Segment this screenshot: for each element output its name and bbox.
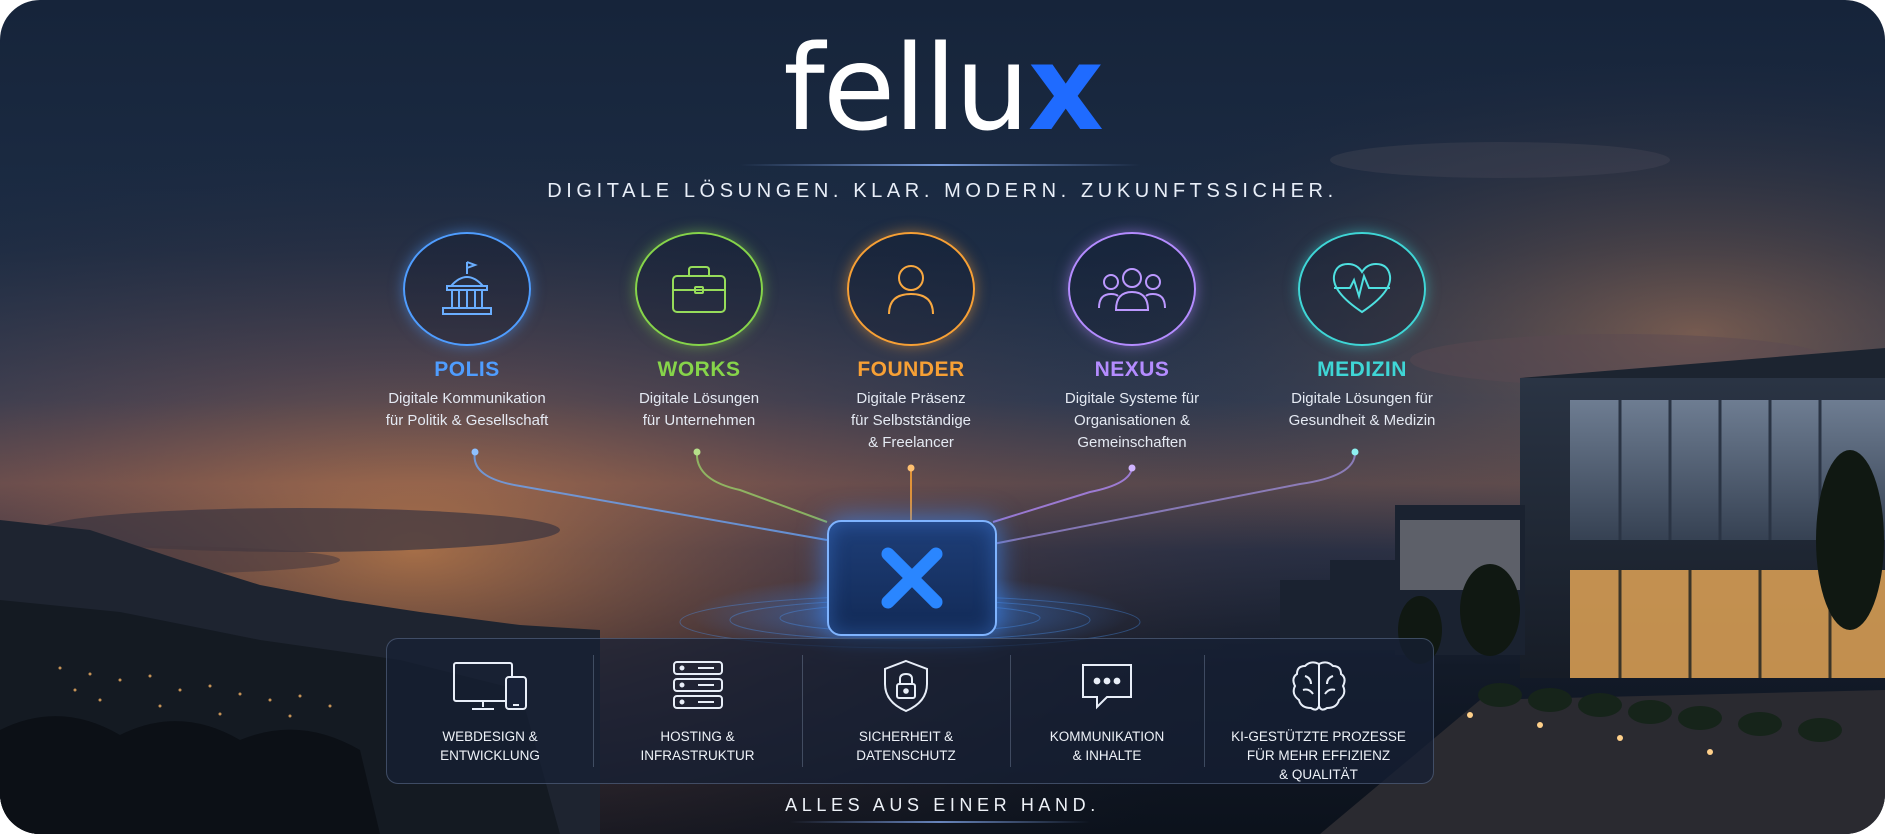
description-line: Gemeinschaften: [1077, 434, 1187, 451]
monitor-phone-icon: [453, 662, 527, 710]
description-line: Digitale Präsenz: [856, 390, 966, 407]
service-divider: [1010, 655, 1011, 767]
service-label-line: DATENSCHUTZ: [856, 748, 956, 763]
heart-pulse-icon: [1332, 262, 1392, 314]
logo-wordmark: fellu: [783, 19, 1029, 157]
service-label-line: WEBDESIGN &: [442, 729, 538, 744]
service-label-line: FÜR MEHR EFFIZIENZ: [1246, 748, 1391, 763]
connector-works: [695, 451, 828, 523]
category-ring: [1298, 232, 1426, 346]
service-communication: KOMMUNIKATION & INHALTE: [1010, 639, 1204, 783]
cloud: [1330, 142, 1670, 178]
category-description: Digitale Systeme für Organisationen & Ge…: [1022, 388, 1242, 454]
description-line: & Freelancer: [868, 434, 954, 451]
connector-medizin: [992, 451, 1357, 545]
category-ring: [403, 232, 531, 346]
connector-dots: [471, 448, 1359, 472]
category-name: MEDIZIN: [1317, 358, 1407, 381]
service-label-line: & QUALITÄT: [1279, 767, 1358, 782]
category-name: WORKS: [657, 358, 741, 381]
government-building-icon: [442, 261, 492, 315]
service-divider: [1204, 655, 1205, 767]
service-label-line: HOSTING &: [660, 729, 735, 744]
category-founder: FOUNDER Digitale Präsenz für Selbstständ…: [801, 232, 1021, 454]
service-label-line: SICHERHEIT &: [858, 729, 954, 744]
service-hosting: HOSTING & INFRASTRUKTUR: [593, 639, 802, 783]
service-label-line: & INHALTE: [1072, 748, 1142, 763]
person-icon: [888, 265, 934, 315]
tagline: DIGITALE LÖSUNGEN. KLAR. MODERN. ZUKUNFT…: [547, 180, 1338, 202]
service-ai: KI-GESTÜTZTE PROZESSE FÜR MEHR EFFIZIENZ…: [1204, 639, 1433, 783]
path-lights: [1467, 712, 1713, 755]
connector-polis: [473, 451, 828, 541]
service-label-line: ENTWICKLUNG: [440, 748, 540, 763]
description-line: Digitale Systeme für: [1064, 390, 1200, 407]
logo-accent-x: x: [1027, 19, 1104, 157]
category-name: FOUNDER: [857, 358, 965, 381]
description-line: Digitale Kommunikation: [388, 390, 546, 407]
description-line: Gesundheit & Medizin: [1288, 412, 1436, 429]
category-description: Digitale Lösungen für Gesundheit & Mediz…: [1252, 388, 1472, 432]
briefcase-icon: [672, 266, 726, 313]
category-description: Digitale Präsenz für Selbstständige & Fr…: [801, 388, 1021, 454]
chat-bubble-icon: [1082, 664, 1132, 710]
brain-icon: [1291, 661, 1346, 711]
category-name: POLIS: [434, 358, 500, 381]
category-description: Digitale Lösungen für Unternehmen: [589, 388, 809, 432]
description-line: Digitale Lösungen: [638, 390, 760, 407]
category-nexus: NEXUS Digitale Systeme für Organisatione…: [1022, 232, 1242, 454]
category-ring: [635, 232, 763, 346]
service-label-line: KI-GESTÜTZTE PROZESSE: [1231, 729, 1406, 744]
shield-lock-icon: [884, 659, 928, 713]
service-label-line: INFRASTRUKTUR: [640, 748, 755, 763]
service-label-line: KOMMUNIKATION: [1049, 729, 1165, 744]
category-description: Digitale Kommunikation für Politik & Ges…: [357, 388, 577, 432]
shrubs: [1478, 683, 1842, 742]
cloud: [40, 508, 560, 552]
service-divider: [593, 655, 594, 767]
city-lights: [58, 666, 332, 718]
footer-underline: [790, 821, 1090, 823]
trees-foreground: [0, 716, 380, 834]
category-ring: [847, 232, 975, 346]
footer-slogan: ALLES AUS EINER HAND.: [785, 795, 1100, 815]
central-hub: [827, 520, 997, 636]
description-line: für Selbstständige: [850, 412, 972, 429]
description-line: für Politik & Gesellschaft: [385, 412, 549, 429]
service-webdesign: WEBDESIGN & ENTWICKLUNG: [387, 639, 593, 783]
description-line: Organisationen &: [1074, 412, 1190, 429]
fellux-x-icon: [881, 547, 943, 609]
service-divider: [802, 655, 803, 767]
group-icon: [1098, 268, 1166, 311]
category-ring: [1068, 232, 1196, 346]
server-icon: [672, 661, 723, 709]
category-works: WORKS Digitale Lösungen für Unternehmen: [589, 232, 809, 432]
service-security: SICHERHEIT & DATENSCHUTZ: [802, 639, 1010, 783]
category-name: NEXUS: [1094, 358, 1170, 381]
category-polis: POLIS Digitale Kommunikation für Politik…: [357, 232, 577, 432]
category-medizin: MEDIZIN Digitale Lösungen für Gesundheit…: [1252, 232, 1472, 432]
services-bar: WEBDESIGN & ENTWICKLUNG HOSTING & INFRAS…: [386, 638, 1434, 784]
brand-logo: fellux: [0, 18, 1885, 158]
description-line: für Unternehmen: [642, 412, 756, 429]
description-line: Digitale Lösungen für: [1291, 390, 1433, 407]
logo-underline: [740, 164, 1140, 166]
